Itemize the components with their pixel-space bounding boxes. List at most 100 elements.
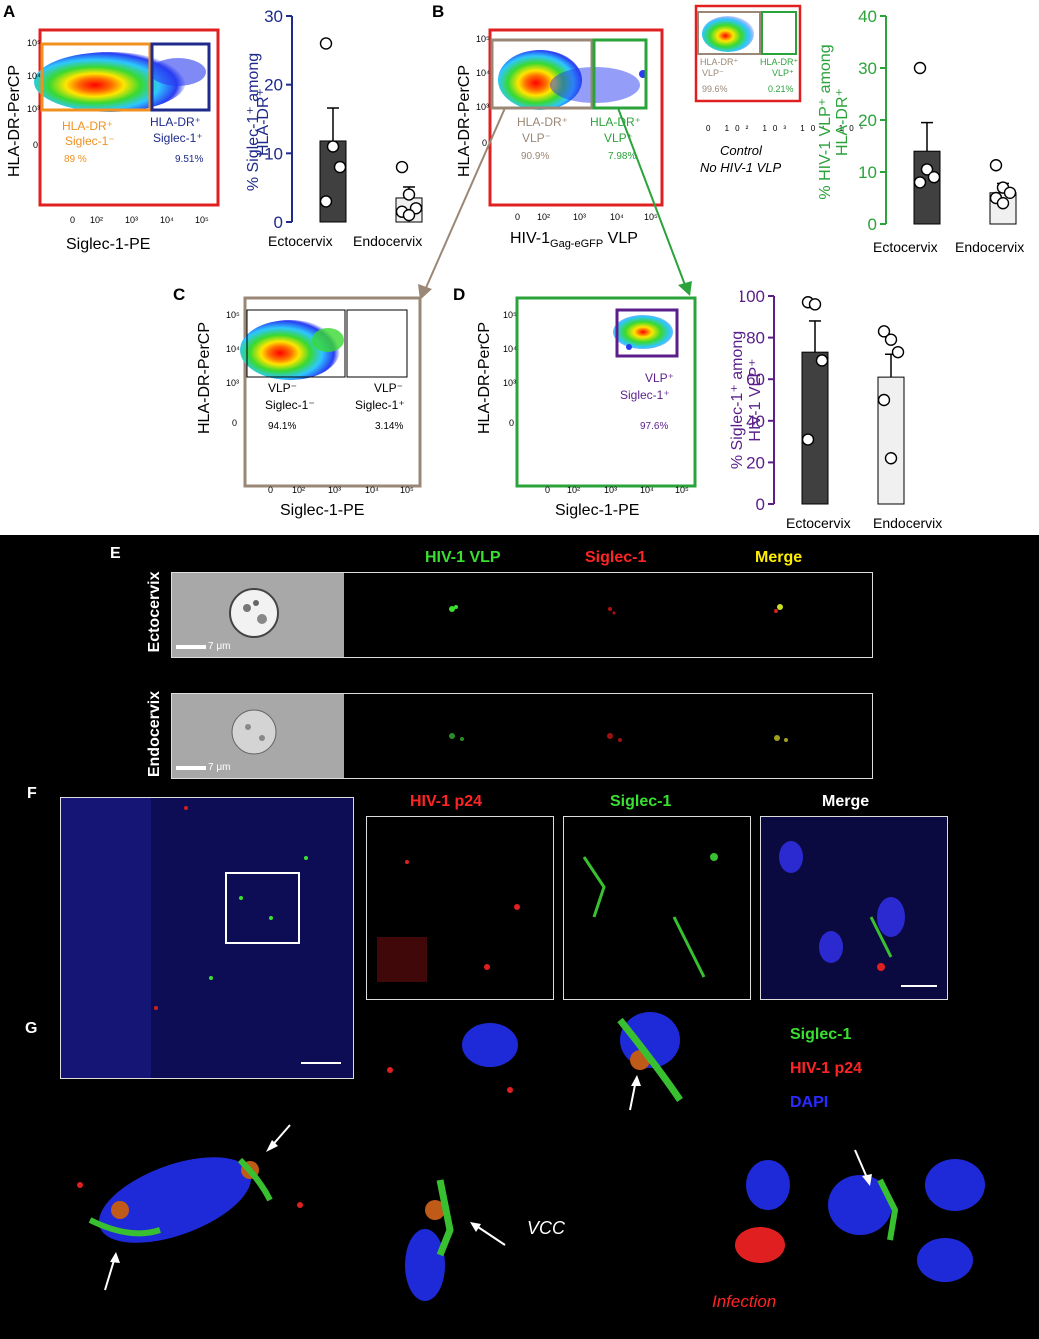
ctrl-caption-1: Control (720, 143, 762, 158)
y-tick-label: 100 (740, 288, 765, 306)
tick: 10⁴ (27, 71, 41, 81)
tick: 0 (70, 215, 76, 225)
y-tick-label: 60 (746, 370, 765, 389)
scale-bar (176, 766, 206, 770)
ecto-fluor (449, 604, 783, 615)
e-ecto-strip: 7 μm (171, 572, 873, 658)
tick: 10² (567, 485, 581, 495)
cell-image (229, 588, 279, 638)
f-merge-panel (760, 816, 948, 1000)
endo-fluor (449, 733, 788, 742)
e-col-merge: Merge (755, 549, 803, 566)
facs-d-x-axis-label: Siglec-1-PE (555, 502, 640, 519)
tick: 10⁵ (476, 34, 490, 44)
gate-d1-line2: Siglec-1⁺ (620, 388, 670, 402)
data-point (402, 208, 416, 222)
data-point (815, 354, 829, 367)
tick: 10³ (27, 104, 41, 114)
ctrl-gate2-pct: 0.21% (768, 84, 794, 94)
tick: 0 (33, 140, 39, 150)
data-point (989, 159, 1003, 172)
y-tick-label: 20 (264, 76, 283, 95)
ctrl-gate1-line2: VLP⁻ (702, 68, 724, 78)
y-tick-label: 20 (858, 111, 877, 130)
f-overview-tissue (60, 797, 354, 1079)
gate-b2-pct: 7.98% (608, 151, 637, 162)
tick: 10⁴ (476, 68, 490, 78)
f-siglec-panel (563, 816, 751, 1000)
ctrl-gate2-line2: VLP⁺ (772, 68, 794, 78)
tick: 10⁴ (503, 344, 517, 354)
scale-label: 7 μm (208, 762, 231, 773)
x-axis-tail: VLP (603, 230, 638, 247)
panel-label-a: A (3, 2, 16, 21)
facs-d-y-axis-label: HLA-DR-PerCP (476, 321, 493, 434)
tick: 10² (537, 212, 551, 222)
data-point (877, 325, 891, 338)
ctrl-gate1-pct: 99.6% (702, 84, 728, 94)
facs-plot-c (240, 296, 422, 488)
scale-bar (176, 645, 206, 649)
scale-label: 7 μm (208, 641, 231, 652)
g-legend-dapi: DAPI (790, 1094, 829, 1111)
tick: 0 (482, 138, 488, 148)
gate-c2-line1: VLP⁻ (374, 381, 404, 395)
gate-a2-line1: HLA-DR⁺ (150, 115, 202, 129)
data-point (395, 160, 409, 174)
panel-label-e: E (110, 545, 121, 562)
facs-plot-d (515, 296, 697, 488)
data-point (1003, 186, 1017, 200)
facs-plot-a (34, 28, 220, 207)
gate-c1-line2: Siglec-1⁻ (265, 398, 315, 412)
tick: 10³ (125, 215, 139, 225)
gate-b2-line2: VLP⁺ (604, 131, 634, 145)
tick: 0 (232, 418, 238, 428)
e-col-hiv-vlp: HIV-1 VLP (425, 549, 501, 566)
data-point (402, 188, 416, 201)
y-tick-label: 80 (746, 329, 765, 348)
g-legend-siglec: Siglec-1 (790, 1026, 852, 1043)
tick: 10⁵ (644, 212, 658, 222)
facs-plot-b (488, 28, 664, 207)
y-tick-label: 20 (746, 453, 765, 472)
tick: 10³ (604, 485, 618, 495)
tick: 10⁴ (226, 344, 240, 354)
gate-b1-line1: HLA-DR⁺ (517, 115, 569, 129)
e-row-ectocervix: Ectocervix (146, 571, 163, 653)
panel-label-d: D (453, 285, 466, 304)
panel-label-f: F (27, 785, 37, 802)
tick: 10⁵ (27, 38, 41, 48)
f-p24-panel (366, 816, 554, 1000)
gate-c1-line1: VLP⁻ (268, 381, 298, 395)
gate-d1-pct: 97.6% (640, 421, 669, 432)
data-point (333, 160, 347, 174)
e-endo-strip: 7 μm (171, 693, 873, 779)
brightfield-cell: 7 μm (172, 694, 344, 778)
f-col-merge: Merge (822, 793, 870, 810)
tick: 10⁵ (400, 485, 414, 495)
data-point (920, 163, 934, 176)
gate-b1-pct: 90.9% (521, 151, 550, 162)
y-tick-label: 10 (858, 163, 877, 182)
bar-d-cat2: Endocervix (873, 515, 943, 531)
tick: 10⁴ (640, 485, 654, 495)
tick: 10⁵ (195, 215, 209, 225)
bar (801, 351, 829, 505)
data-point (913, 61, 927, 75)
tick: 10² (292, 485, 306, 495)
ctrl-gate2-line1: HLA-DR⁺ (760, 57, 799, 67)
facs-c-y-axis-label: HLA-DR-PerCP (196, 321, 213, 434)
tick: 0 (268, 485, 274, 495)
y-tick-label: 0 (756, 495, 765, 510)
g-legend-p24: HIV-1 p24 (790, 1060, 863, 1077)
tick: 10³ (226, 378, 240, 388)
p24-image (377, 860, 520, 982)
x-axis-main: HIV-1 (510, 230, 551, 247)
tick: 0 (545, 485, 551, 495)
ctrl-axis-ticks: 0 10² 10³ 10⁴ 10⁵ (706, 124, 870, 133)
brightfield-cell: 7 μm (172, 573, 344, 657)
tick: 0 (515, 212, 521, 222)
ctrl-caption-2: No HIV-1 VLP (700, 160, 782, 175)
bar-d-cat1: Ectocervix (786, 515, 851, 531)
